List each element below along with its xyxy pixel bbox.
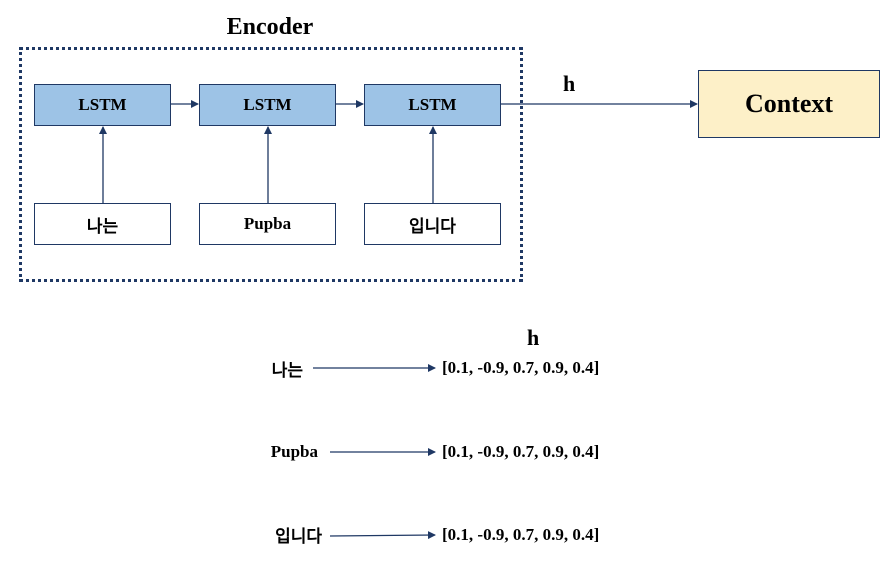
input-token-3: 입니다 [364,203,501,245]
row-token-2: Pupba [270,442,318,461]
context-box: Context [698,70,880,138]
row-vector-3: [0.1, -0.9, 0.7, 0.9, 0.4] [442,525,600,544]
encoder-frame [19,47,523,282]
row-token-1: 나는 [271,361,303,381]
row-vector-2: [0.1, -0.9, 0.7, 0.9, 0.4] [442,442,600,461]
row-token-3: 입니다 [275,527,322,547]
lstm-cell-1: LSTM [34,84,171,126]
hidden-state-label: h [563,71,576,96]
lstm-cell-2: LSTM [199,84,336,126]
arrow-row-3 [329,531,436,540]
row-vector-1: [0.1, -0.9, 0.7, 0.9, 0.4] [442,358,600,377]
input-token-1: 나는 [34,203,171,245]
encoder-title: Encoder [226,14,314,40]
input-token-2: Pupba [199,203,336,245]
lstm-cell-3: LSTM [364,84,501,126]
table-header-h: h [527,325,540,350]
